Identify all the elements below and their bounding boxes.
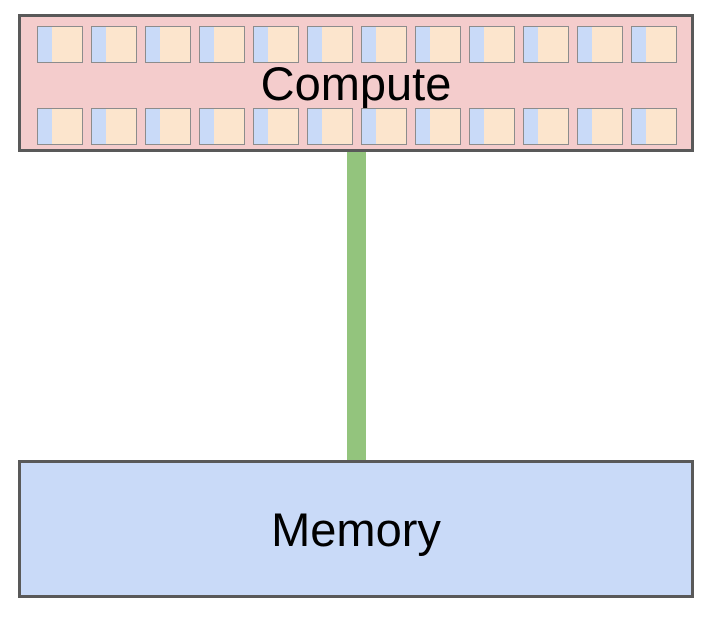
core-cache — [524, 27, 538, 62]
core-cache — [632, 27, 646, 62]
core-cache — [254, 27, 268, 62]
core-cache — [200, 109, 214, 144]
compute-core — [253, 26, 299, 63]
compute-core — [307, 108, 353, 145]
core-cache — [146, 109, 160, 144]
compute-core — [37, 108, 83, 145]
compute-core — [577, 108, 623, 145]
compute-core — [361, 26, 407, 63]
compute-core — [415, 26, 461, 63]
core-cache — [524, 109, 538, 144]
core-cache — [632, 109, 646, 144]
core-cache — [38, 109, 52, 144]
core-row-bottom — [37, 108, 677, 145]
compute-core — [307, 26, 353, 63]
core-cache — [146, 27, 160, 62]
compute-core — [577, 26, 623, 63]
compute-core — [523, 26, 569, 63]
compute-core — [91, 108, 137, 145]
compute-core — [469, 108, 515, 145]
core-cache — [416, 109, 430, 144]
memory-block: Memory — [18, 460, 694, 598]
core-cache — [200, 27, 214, 62]
compute-core — [523, 108, 569, 145]
compute-core — [253, 108, 299, 145]
core-row-top — [37, 26, 677, 63]
core-cache — [470, 27, 484, 62]
core-cache — [308, 109, 322, 144]
compute-core — [469, 26, 515, 63]
compute-core — [37, 26, 83, 63]
core-cache — [362, 109, 376, 144]
compute-core — [631, 26, 677, 63]
compute-block: Compute — [18, 14, 694, 152]
core-cache — [38, 27, 52, 62]
compute-core — [145, 26, 191, 63]
compute-core — [415, 108, 461, 145]
core-cache — [578, 27, 592, 62]
core-cache — [362, 27, 376, 62]
core-cache — [254, 109, 268, 144]
compute-core — [361, 108, 407, 145]
compute-memory-link — [347, 152, 366, 461]
core-cache — [470, 109, 484, 144]
compute-core — [91, 26, 137, 63]
compute-core — [631, 108, 677, 145]
compute-label: Compute — [260, 57, 452, 110]
core-cache — [92, 27, 106, 62]
compute-core — [199, 108, 245, 145]
core-cache — [308, 27, 322, 62]
memory-label: Memory — [271, 503, 441, 556]
core-cache — [578, 109, 592, 144]
core-cache — [416, 27, 430, 62]
core-cache — [92, 109, 106, 144]
compute-core — [199, 26, 245, 63]
compute-core — [145, 108, 191, 145]
